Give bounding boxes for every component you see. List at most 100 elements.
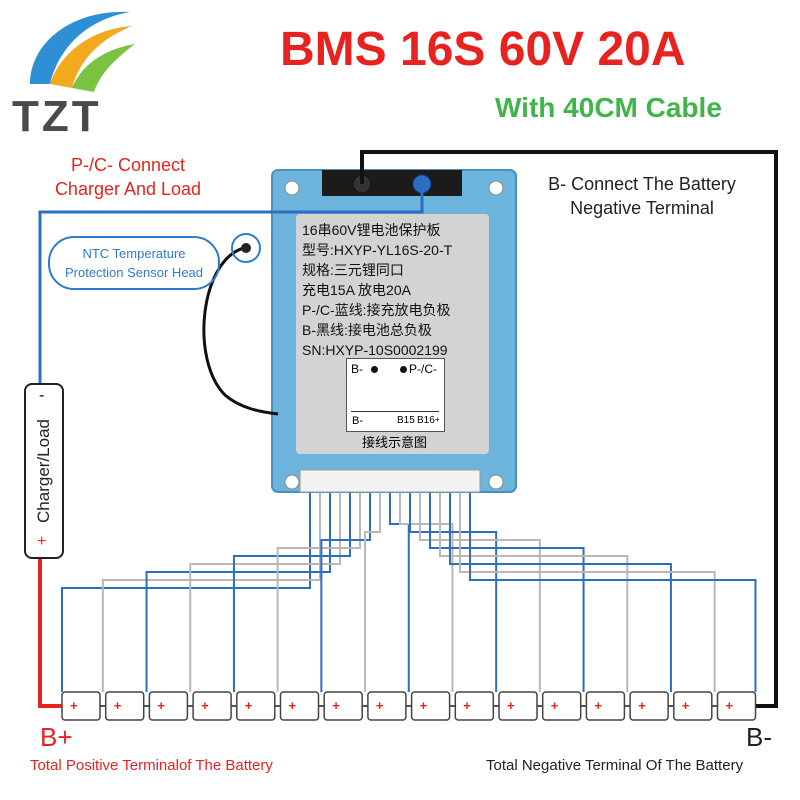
battery-cell	[236, 691, 276, 721]
charger-load-text: Charger/Load	[34, 419, 53, 523]
balance-wire	[320, 492, 371, 692]
board-label-line: B-黑线:接电池总负极	[302, 322, 432, 338]
ntc-callout: NTC Temperature Protection Sensor Head	[48, 236, 220, 290]
cell-plus-mark: +	[157, 698, 165, 713]
balance-wire	[61, 492, 311, 692]
balance-wire	[439, 492, 629, 692]
charger-minus: -	[39, 387, 45, 404]
board-label-line: 充电15A 放电20A	[302, 282, 411, 298]
b-connect-note: B- Connect The Battery Negative Terminal	[522, 172, 762, 220]
balance-wire	[189, 492, 341, 692]
mount-hole	[284, 180, 300, 196]
cell-plus-mark: +	[114, 698, 122, 713]
balance-wire	[469, 492, 757, 692]
cell-plus-mark: +	[682, 698, 690, 713]
battery-cell	[323, 691, 363, 721]
balance-wire	[459, 492, 716, 692]
b-connect-note-line: Negative Terminal	[570, 198, 714, 218]
battery-cell	[585, 691, 626, 721]
mount-hole	[284, 474, 300, 490]
cell-plus-mark: +	[420, 698, 428, 713]
battery-cell	[716, 691, 757, 721]
p-connect-note-line: P-/C- Connect	[70, 155, 186, 175]
schematic-b-minus: B-	[351, 362, 363, 376]
cell-plus-mark: +	[463, 698, 471, 713]
b-minus-wire	[360, 150, 778, 708]
cell-plus-mark: +	[245, 698, 253, 713]
balance-wire	[409, 492, 498, 692]
schematic-b-bottom: B-	[352, 415, 363, 427]
battery-pack: + + + + + + + + + + + + + + + +	[61, 691, 757, 721]
cell-plus-mark: +	[594, 698, 602, 713]
b-plus-label: B+	[40, 722, 73, 752]
b-plus-wire	[38, 555, 62, 708]
schematic-dot	[400, 366, 407, 373]
charger-load-label: - Charger/Load +	[24, 383, 64, 559]
p-connect-note-line: Charger And Load	[54, 179, 202, 199]
positive-terminal-note: Total Positive Terminalof The Battery	[30, 757, 273, 774]
mount-hole	[488, 180, 504, 196]
cell-plus-mark: +	[332, 698, 340, 713]
battery-cell	[192, 691, 232, 721]
balance-wire	[399, 492, 454, 692]
schematic-plus: +	[435, 415, 440, 424]
battery-cell	[410, 691, 451, 721]
negative-terminal-note: Total Negative Terminal Of The Battery	[486, 757, 744, 774]
balance-wire	[364, 492, 381, 692]
board-label-line: P-/C-蓝线:接充放电负极	[302, 302, 451, 318]
battery-cell	[498, 691, 538, 721]
battery-cell	[541, 691, 582, 721]
battery-cell	[279, 691, 320, 721]
cell-plus-mark: +	[376, 698, 384, 713]
battery-cell	[673, 691, 713, 721]
cell-plus-mark: +	[551, 698, 559, 713]
schematic-p-minus: P-/C-	[409, 362, 437, 376]
battery-cell	[367, 691, 407, 721]
cell-plus-mark: +	[507, 698, 515, 713]
balance-wire	[449, 492, 672, 692]
charger-plus: +	[37, 533, 47, 550]
battery-cell	[629, 691, 669, 721]
cell-plus-mark: +	[201, 698, 209, 713]
balance-wire	[419, 492, 541, 692]
board-label-line: 16串60V锂电池保护板	[302, 222, 441, 238]
board-label-line: 型号:HXYP-YL16S-20-T	[302, 242, 453, 258]
cell-plus-mark: +	[70, 698, 78, 713]
ntc-callout-line: NTC Temperature	[82, 246, 186, 261]
cell-plus-mark: +	[638, 698, 646, 713]
p-connect-note: P-/C- Connect Charger And Load	[28, 153, 228, 201]
balance-wire	[101, 492, 321, 692]
logo-text: TZT	[12, 92, 102, 141]
page-subtitle: With 40CM Cable	[495, 92, 722, 123]
balance-wire	[232, 492, 351, 692]
ntc-callout-line: Protection Sensor Head	[64, 265, 204, 280]
schematic-b15: B15	[397, 415, 415, 426]
p-minus-wire	[38, 184, 424, 383]
battery-cell	[104, 691, 145, 721]
balance-wire	[429, 492, 585, 692]
cell-plus-mark: +	[289, 698, 297, 713]
battery-cell	[148, 691, 189, 721]
mount-hole	[488, 474, 504, 490]
schematic-dot	[371, 366, 378, 373]
b-connect-note-line: B- Connect The Battery	[548, 174, 736, 194]
board-label-line: 规格:三元锂同口	[302, 262, 404, 278]
ntc-probe-ring	[231, 233, 261, 263]
board-top-strip	[322, 170, 462, 196]
schematic-b16: B16	[417, 415, 435, 426]
balance-connector	[299, 469, 481, 493]
ntc-probe-head	[241, 243, 251, 253]
page-title: BMS 16S 60V 20A	[280, 23, 686, 76]
balance-harness	[61, 492, 757, 692]
b-minus-label: B-	[746, 722, 772, 752]
balance-wire	[145, 492, 331, 692]
cell-plus-mark: +	[726, 698, 734, 713]
battery-cell	[61, 691, 101, 721]
balance-wire	[276, 492, 361, 692]
logo-mark	[30, 11, 135, 92]
wiring-schematic: B- P-/C- B- B15 B16 +	[346, 358, 445, 432]
schematic-terminal-strip	[351, 411, 439, 430]
schematic-caption: 接线示意图	[361, 435, 427, 450]
board-label-line: SN:HXYP-10S0002199	[302, 342, 448, 358]
battery-cell	[454, 691, 495, 721]
